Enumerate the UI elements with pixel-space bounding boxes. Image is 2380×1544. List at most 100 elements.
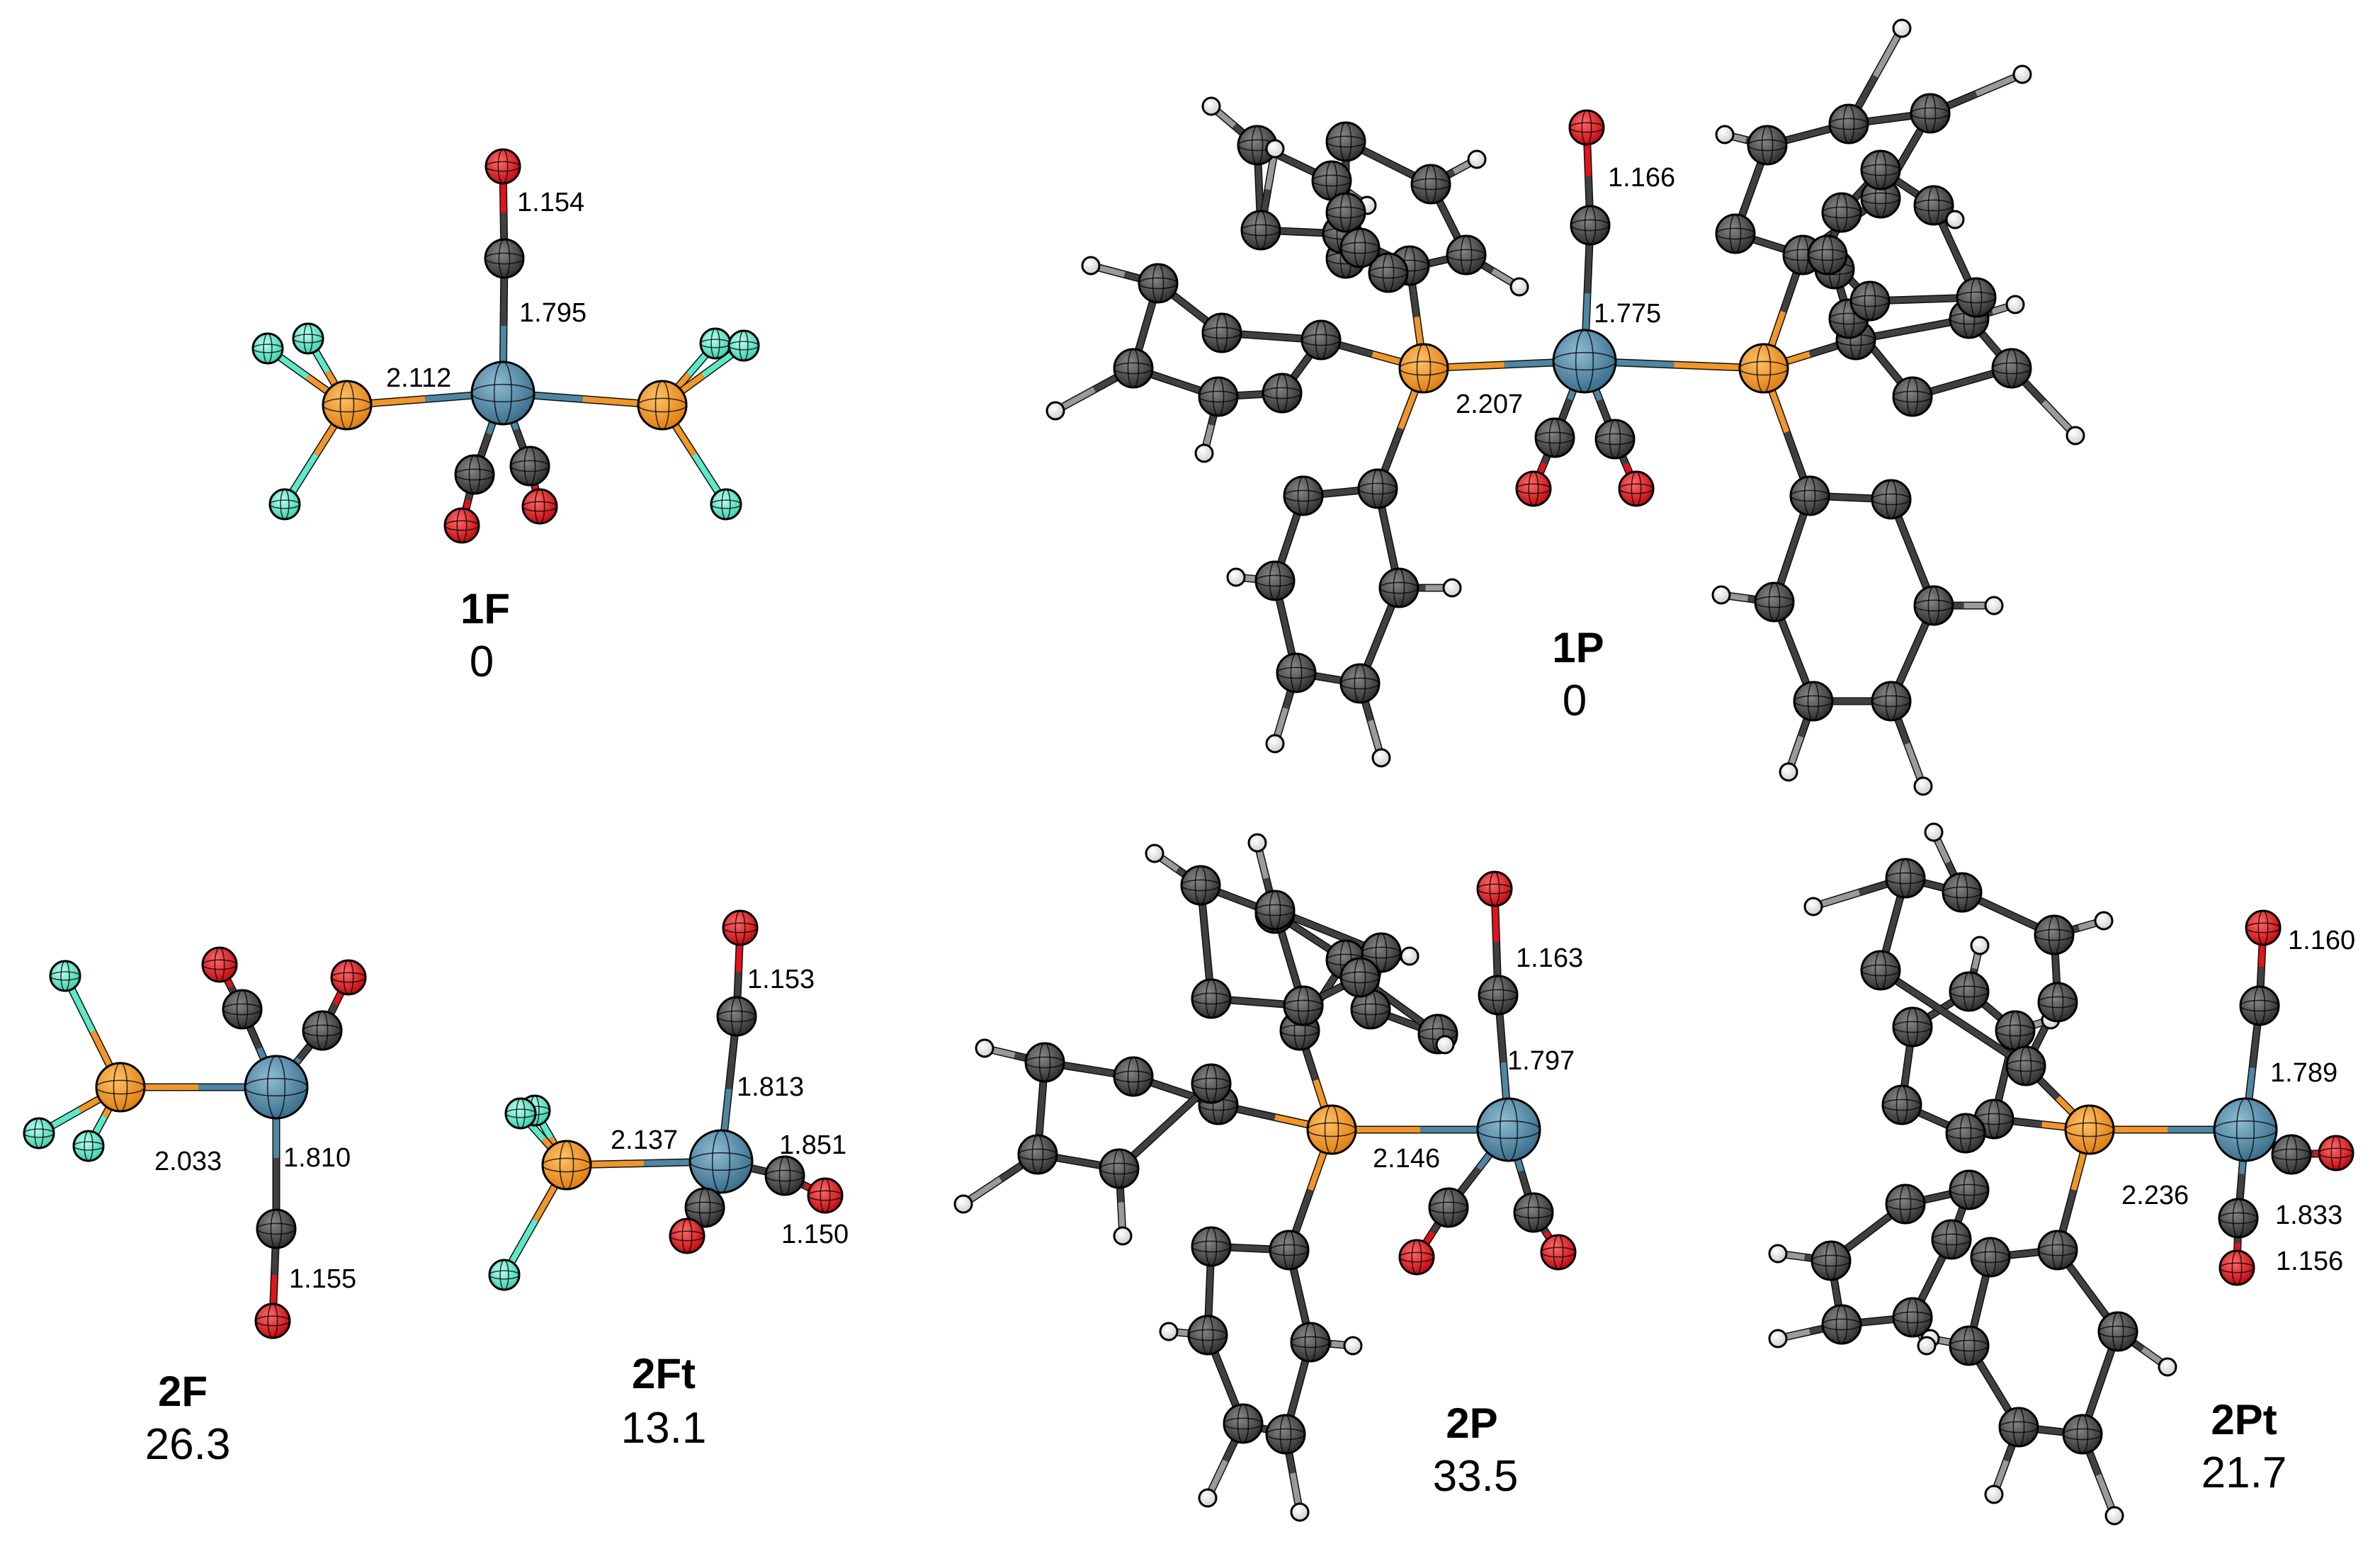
phosphorus-atom (1306, 1104, 1357, 1155)
oxygen-atom (443, 507, 480, 544)
carbon-atom (1871, 681, 1912, 722)
hydrogen-atom (953, 1194, 973, 1214)
hydrogen-atom (1970, 936, 1990, 955)
molecule-2Pt (1768, 822, 2354, 1526)
carbon-atom (1910, 93, 1951, 134)
molecule-1F (251, 148, 760, 544)
carbon-atom (1368, 252, 1409, 293)
metal-atom (2213, 1097, 2278, 1162)
carbon-atom (1138, 263, 1179, 304)
hydrogen-atom (1715, 125, 1735, 144)
carbon-atom (2034, 914, 2075, 955)
oxygen-atom (484, 148, 521, 185)
hydrogen-atom (2012, 64, 2032, 84)
carbon-atom (1747, 125, 1788, 166)
distance-1P-CO: 1.166 (1608, 163, 1675, 193)
fluorine-atom (72, 1130, 105, 1162)
carbon-atom (2062, 1414, 2103, 1455)
carbon-atom (1849, 280, 1891, 322)
carbon-atom (1931, 1219, 1972, 1260)
carbon-atom (2218, 1198, 2259, 1239)
carbon-atom (1913, 185, 1954, 226)
label-2P: 2P (1446, 1400, 1497, 1447)
carbon-atom (2037, 982, 2078, 1023)
oxygen-atom (1618, 470, 1655, 507)
carbon-atom (1113, 348, 1154, 389)
phosphorus-atom (2064, 1104, 2115, 1155)
carbon-atom (1970, 1237, 2011, 1278)
carbon-atom (1290, 1322, 1331, 1363)
carbon-atom (1860, 950, 1901, 991)
molecule-2Ft (488, 909, 844, 1291)
hydrogen-atom (1159, 1322, 1179, 1341)
energy-2P: 33.5 (1433, 1452, 1519, 1501)
metal-atom (470, 361, 536, 426)
carbon-atom (1807, 234, 1848, 276)
carbon-atom (1881, 1084, 1922, 1125)
oxygen-atom (807, 1177, 844, 1214)
hydrogen-atom (1400, 946, 1420, 966)
carbon-atom (1378, 567, 1420, 608)
distance-2Ft-CO: 1.153 (747, 965, 815, 994)
carbon-atom (2239, 985, 2280, 1026)
carbon-atom (1885, 858, 1926, 899)
carbon-atom (1871, 479, 1912, 520)
carbon-atom (1240, 210, 1281, 251)
carbon-atom (1191, 1063, 1232, 1104)
metal-atom (688, 1129, 754, 1194)
carbon-atom (1254, 560, 1296, 601)
distance-2Pt-CO: 1.160 (2288, 926, 2355, 955)
fluorine-atom (251, 332, 284, 365)
hydrogen-atom (1803, 897, 1823, 916)
oxygen-atom (330, 959, 367, 996)
carbon-atom (1187, 1315, 1228, 1356)
carbon-atom (1754, 581, 1795, 623)
carbon-atom (2005, 1045, 2046, 1086)
carbon-atom (1821, 192, 1862, 233)
oxygen-atom (201, 946, 238, 983)
hydrogen-atom (1711, 585, 1731, 605)
carbon-atom (302, 1010, 343, 1051)
energy-1F: 0 (470, 637, 494, 686)
fluorine-atom (727, 329, 760, 362)
carbon-atom (2271, 1134, 2312, 1175)
phosphorus-atom (322, 380, 373, 431)
label-1F: 1F (460, 585, 510, 632)
oxygen-atom (1398, 1239, 1435, 1276)
distance-2F-CO: 1.155 (289, 1264, 356, 1294)
oxygen-atom (1568, 109, 1605, 146)
carbon-atom (1570, 205, 1611, 246)
hydrogen-atom (1509, 277, 1529, 297)
hydrogen-atom (1290, 1502, 1310, 1522)
oxygen-atom (254, 1302, 291, 1339)
carbon-atom (1254, 890, 1296, 931)
oxygen-atom (1515, 470, 1552, 507)
hydrogen-atom (1442, 578, 1462, 598)
carbon-atom (1942, 872, 1983, 913)
carbon-atom (1276, 652, 1317, 693)
fluorine-atom (488, 1259, 521, 1291)
label-2F: 2F (158, 1368, 208, 1415)
fluorine-atom (699, 327, 732, 360)
carbon-atom (1913, 585, 1954, 626)
energy-2F: 26.3 (145, 1420, 231, 1469)
oxygen-atom (2318, 1135, 2354, 1171)
metal-atom (244, 1055, 309, 1120)
carbon-atom (1191, 978, 1232, 1019)
carbon-atom (1357, 468, 1398, 509)
carbon-atom (1534, 417, 1575, 458)
energy-2Ft: 13.1 (621, 1404, 707, 1453)
distance-2Pt-MP: 2.236 (2121, 1181, 2189, 1210)
phosphorus-atom (1398, 343, 1449, 394)
carbon-atom (1594, 419, 1636, 460)
carbon-atom (1099, 1148, 1140, 1189)
label-1P: 1P (1552, 624, 1604, 671)
carbon-atom (1283, 475, 1324, 516)
carbon-atom (509, 445, 550, 487)
fluorine-atom (23, 1117, 55, 1150)
molecule-2P (953, 833, 1577, 1522)
molecule-2F (23, 946, 367, 1339)
hydrogen-atom (2066, 426, 2085, 445)
fluorine-atom (49, 960, 81, 992)
